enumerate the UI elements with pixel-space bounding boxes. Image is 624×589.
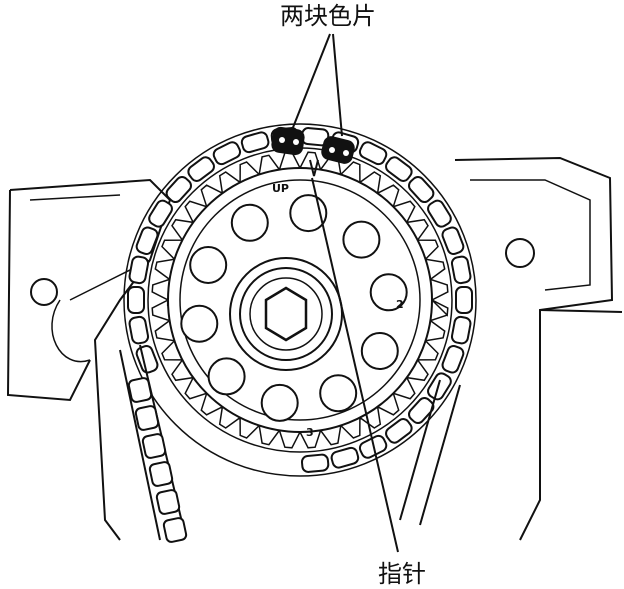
hub-middle <box>239 267 333 361</box>
chain-link <box>240 131 270 154</box>
chain-link <box>141 433 167 459</box>
chain-link <box>441 344 465 374</box>
chain-link <box>450 315 472 345</box>
colored-link-left <box>271 126 305 156</box>
sprocket-hole <box>360 332 399 370</box>
chain-link <box>187 156 215 182</box>
chain-link <box>134 405 160 431</box>
sprocket-hole <box>189 246 228 284</box>
chain-link <box>455 286 473 314</box>
chain-link <box>127 286 145 314</box>
chain-link <box>450 255 472 285</box>
chain-link <box>212 141 242 166</box>
timing-chain <box>127 127 473 473</box>
hub-washer <box>249 277 323 351</box>
chain-outer-path <box>123 123 477 477</box>
sprocket-inner-ring <box>179 179 421 421</box>
chain-link <box>135 226 159 256</box>
sprocket-hole <box>319 374 358 413</box>
chain-link <box>162 517 188 543</box>
link-pin <box>293 139 299 145</box>
chain-link <box>408 175 435 204</box>
chain-link <box>300 453 330 473</box>
callout-leaders <box>291 33 399 553</box>
chain-link <box>128 255 150 285</box>
sprocket-hole <box>342 220 381 259</box>
chain-link <box>165 175 192 204</box>
sprocket-hole <box>369 273 408 312</box>
callout-colored-links: 两块色片 <box>280 2 376 30</box>
chain-link <box>427 199 452 228</box>
gear-mark-right: 2 <box>396 298 404 311</box>
chain-link <box>427 372 452 401</box>
link-pin <box>329 147 335 153</box>
chain-link <box>155 489 181 515</box>
chain-run-links <box>127 377 188 543</box>
gear-mark-left: l <box>166 296 170 309</box>
hex-bolt-icon <box>264 286 308 342</box>
link-pin <box>343 150 349 156</box>
chain-link <box>127 377 153 403</box>
housing-bolt-hole-right <box>505 238 535 268</box>
sprocket-hole <box>230 203 269 242</box>
chain-link <box>148 461 174 487</box>
chain-link <box>441 226 465 256</box>
gear-mark-up: UP <box>272 182 289 195</box>
sprocket-hole <box>207 357 246 396</box>
pointer-notch <box>309 159 319 177</box>
sprocket-hole <box>180 304 219 343</box>
chain-link <box>385 156 413 182</box>
chain-link <box>148 199 173 228</box>
chain-link <box>358 141 388 166</box>
sprocket-hole <box>260 383 299 422</box>
housing-bolt-hole-left <box>30 278 58 306</box>
chain-link <box>408 396 435 425</box>
chain-link <box>385 418 413 444</box>
chain-link <box>330 446 360 469</box>
colored-link-right <box>321 136 355 164</box>
chain-link <box>128 315 150 345</box>
link-pin <box>279 137 285 143</box>
callout-pointer: 指针 <box>378 560 426 588</box>
chain-right-run <box>399 379 461 526</box>
gear-mark-bottom: 3 <box>306 426 314 439</box>
sprocket-holes <box>180 194 408 422</box>
